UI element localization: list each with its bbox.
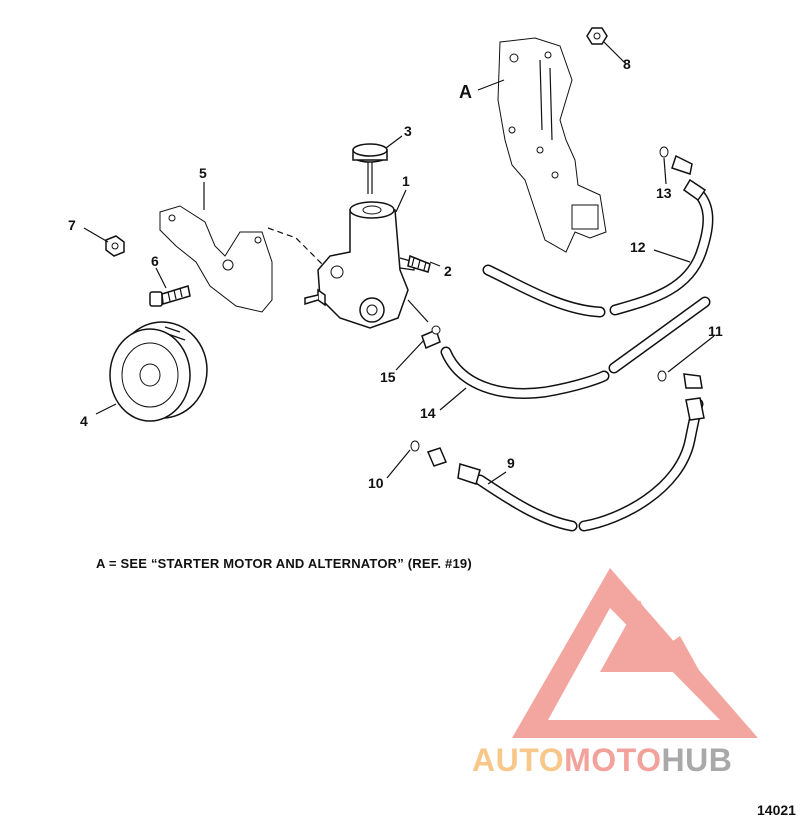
hose-12 [482,154,714,318]
reference-note: A = SEE “STARTER MOTOR AND ALTERNATOR” (… [96,556,472,571]
callout-8: 8 [623,56,631,72]
callout-9: 9 [507,455,515,471]
callout-4: 4 [80,413,88,429]
callout-15: 15 [380,369,396,385]
power-steering-pump-1 [304,201,429,329]
fitting-2 [407,254,431,273]
nut-7 [105,235,125,257]
nut-8 [586,27,608,45]
o-ring-10 [410,440,420,452]
o-ring-11 [657,370,667,382]
watermark-auto: AUTO [472,742,565,778]
bolt-6 [149,285,191,307]
callout-7: 7 [68,217,76,233]
callout-3: 3 [404,123,412,139]
callout-6: 6 [151,253,159,269]
callout-14: 14 [420,405,436,421]
watermark-hub: HUB [661,742,733,778]
bracket-a [497,37,607,253]
figure-number: 14021 [757,802,796,818]
o-ring-13 [659,146,669,158]
leader-lines [83,41,715,485]
hose-14 [440,296,711,399]
callout-12: 12 [630,239,646,255]
pulley-4 [109,321,208,422]
callout-2: 2 [444,263,452,279]
fitting-15 [421,325,441,350]
watermark-text: AUTOMOTOHUB [472,742,732,779]
callout-13: 13 [656,185,672,201]
watermark-moto: MOTO [564,742,662,778]
reservoir-cap-3 [352,143,388,194]
callout-10: 10 [368,475,384,491]
watermark-logo [512,568,758,738]
callout-11: 11 [708,323,723,339]
callout-a: A [459,82,472,102]
hose-9 [426,373,705,532]
callout-1: 1 [402,173,410,189]
pump-bracket-5 [159,205,273,313]
callout-5: 5 [199,165,207,181]
